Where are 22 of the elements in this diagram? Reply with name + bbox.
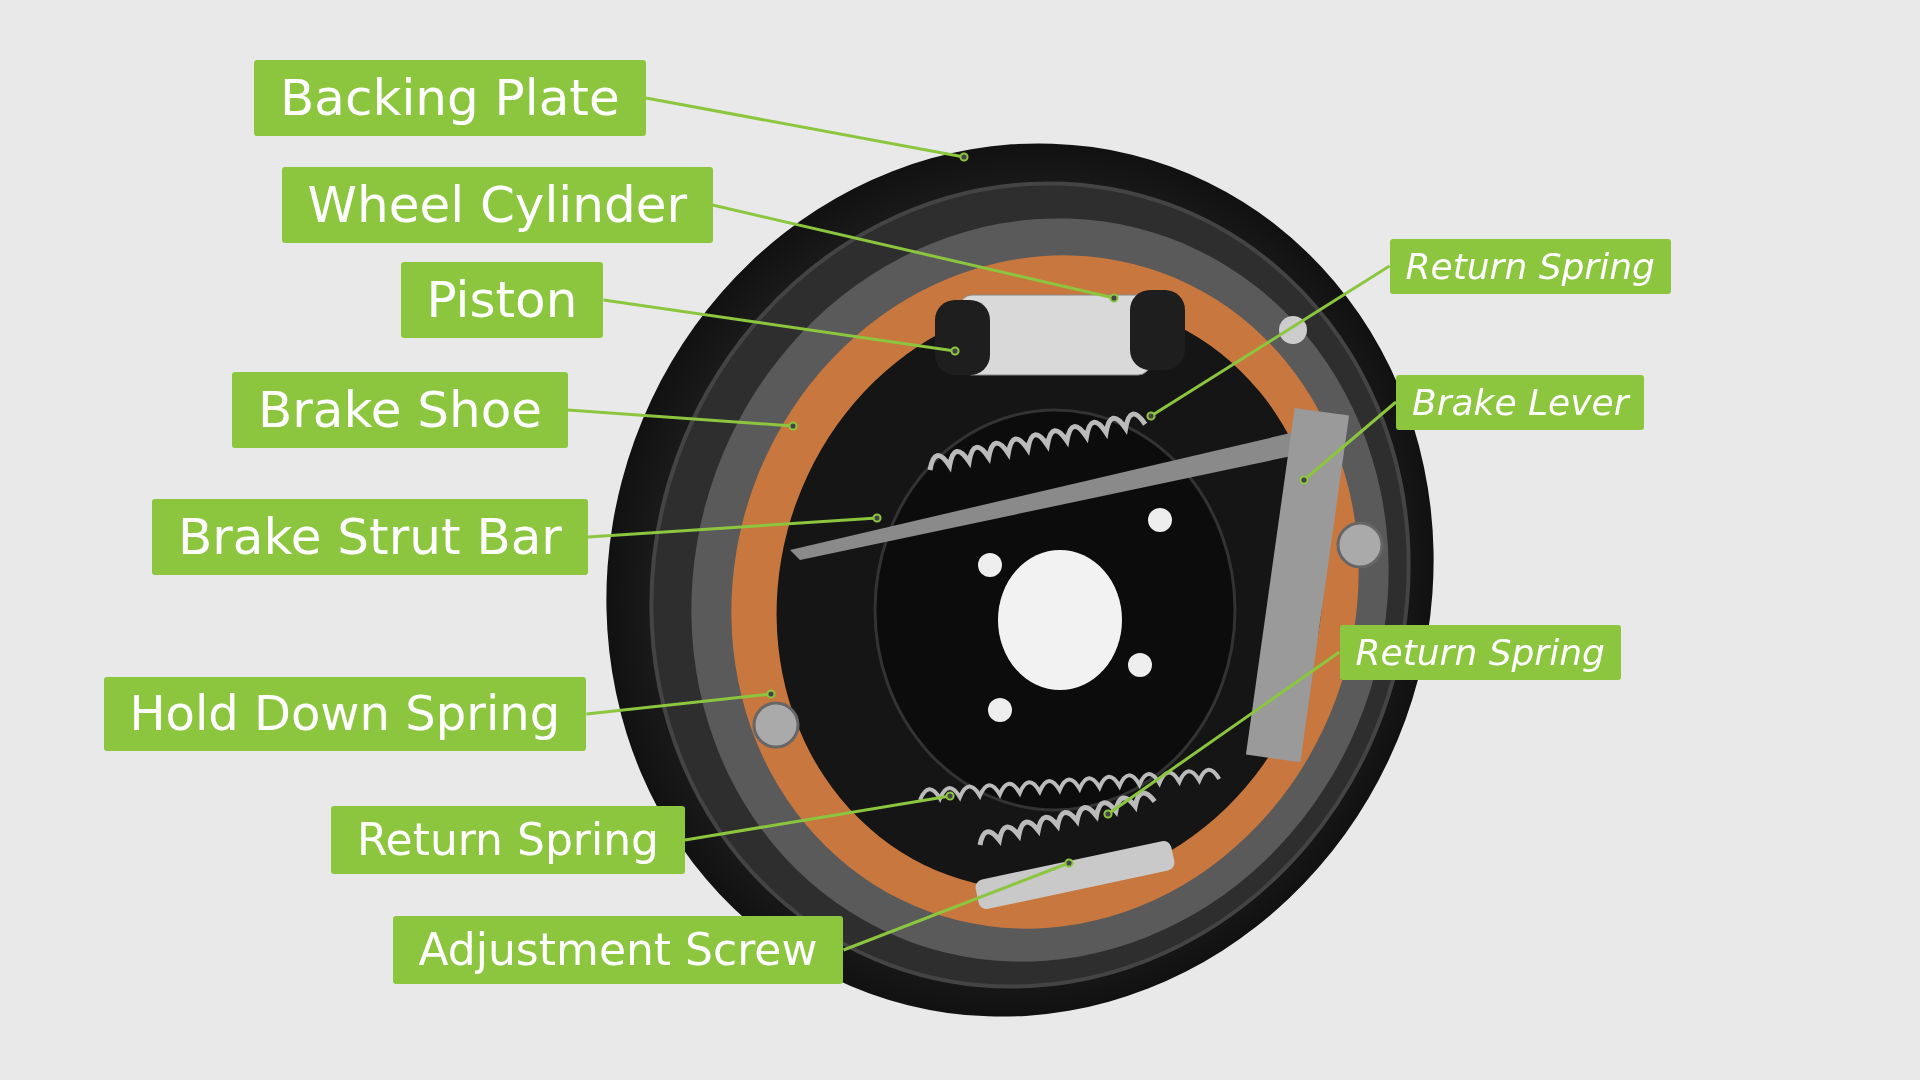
part-label: Hold Down Spring: [103, 677, 587, 751]
leader-line: [567, 408, 798, 431]
part-label: Brake Shoe: [232, 372, 569, 448]
leader-line: [842, 858, 1074, 952]
part-label: Return Spring: [331, 805, 685, 875]
leader-line: [645, 96, 969, 162]
leader-line: [1103, 650, 1341, 819]
part-label: Brake Strut Bar: [152, 499, 588, 575]
leader-line: [684, 791, 955, 842]
leader-line: [586, 689, 776, 716]
part-label: Piston: [400, 262, 604, 338]
part-label: Brake Lever: [1396, 374, 1645, 430]
part-label: Return Spring: [1389, 238, 1671, 294]
leader-line: [1299, 400, 1397, 485]
leader-line: [712, 203, 1119, 303]
leader-line: [587, 513, 882, 539]
part-label: Backing Plate: [254, 60, 646, 136]
leader-line: [603, 298, 960, 356]
part-label: Wheel Cylinder: [281, 167, 713, 243]
part-label: Return Spring: [1339, 624, 1621, 680]
leader-line: [1146, 264, 1391, 421]
part-label: Adjustment Screw: [392, 915, 844, 985]
